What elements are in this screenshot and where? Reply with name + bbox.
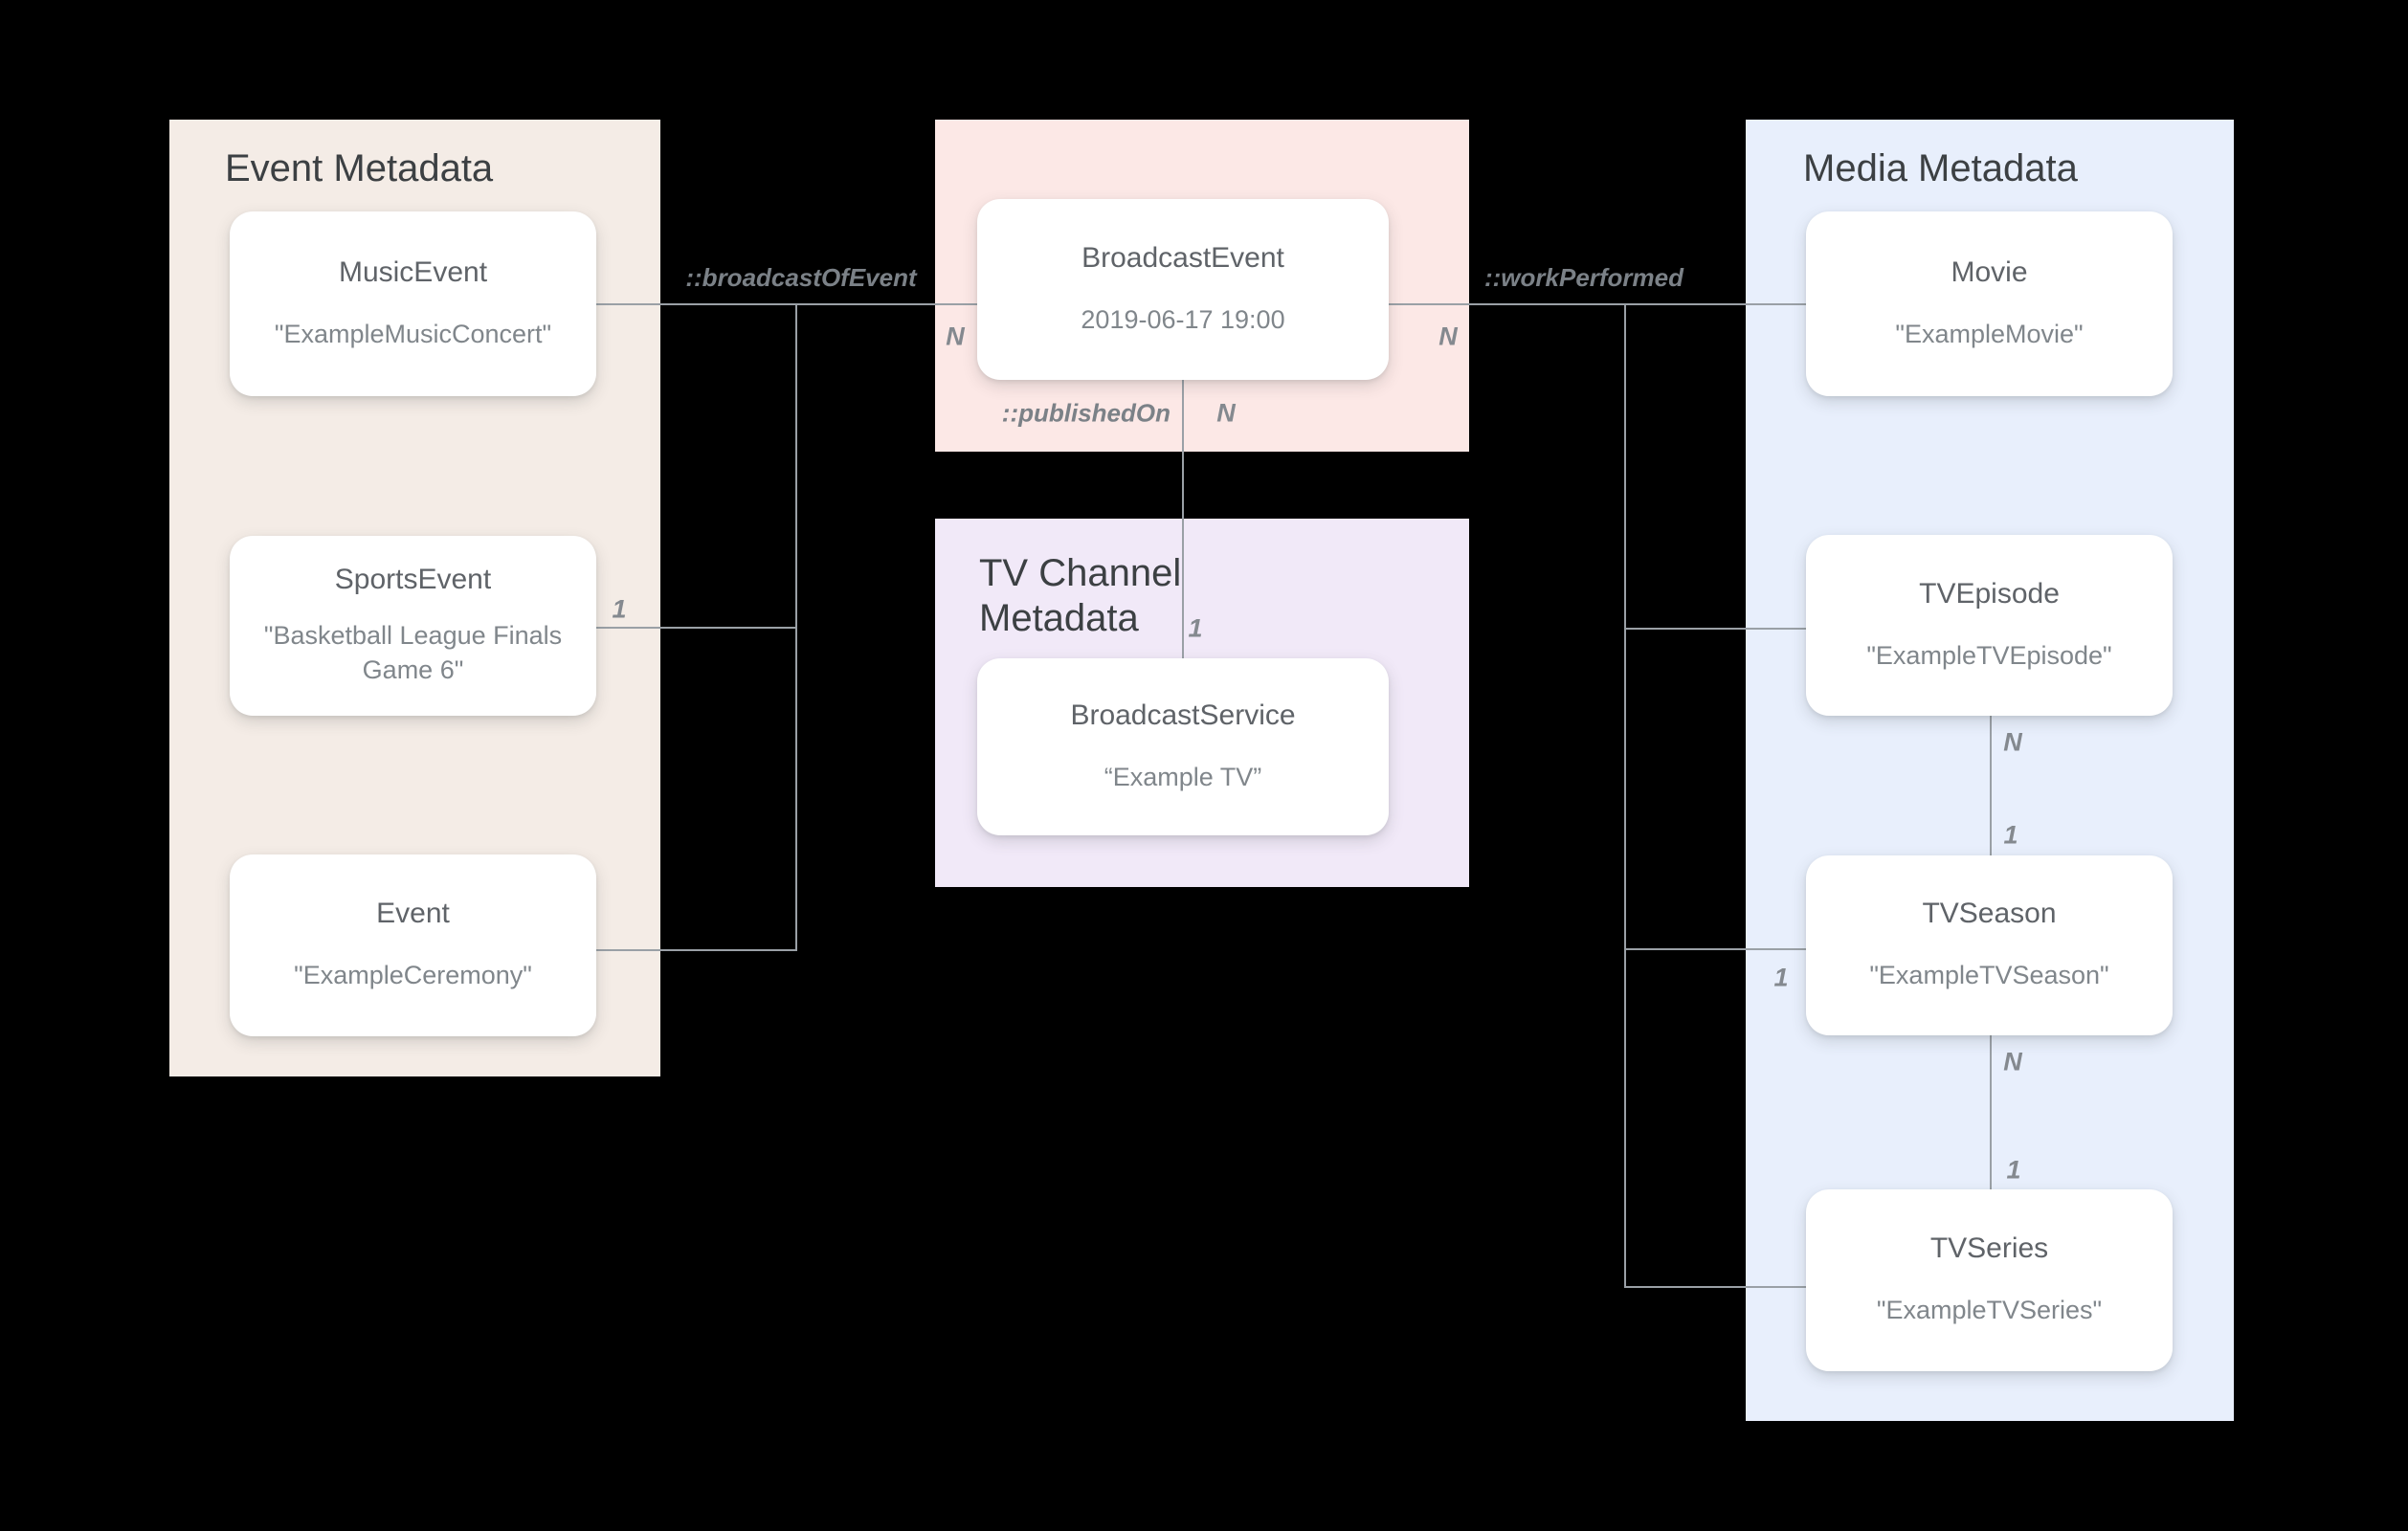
node-music-event-label: MusicEvent <box>338 255 488 288</box>
connector-broadcastevent-movie <box>1389 303 1806 305</box>
node-tv-season-label: TVSeason <box>1922 898 2057 930</box>
node-broadcast-event-label: BroadcastEvent <box>1081 241 1284 274</box>
cardinality-broadcastevent-right-n: N <box>1438 322 1458 351</box>
node-tv-episode: TVEpisode "ExampleTVEpisode" <box>1806 535 2173 716</box>
cardinality-sportsevent-1: 1 <box>612 594 627 624</box>
cardinality-tvseason-left-1: 1 <box>1773 963 1789 992</box>
connector-trunk-tvseries <box>1625 1286 1806 1288</box>
cardinality-tvseason-bottom-n: N <box>2003 1047 2022 1076</box>
node-movie-value: "ExampleMovie" <box>1895 319 2084 348</box>
connector-right-trunk <box>1624 303 1626 1288</box>
node-tv-season-value: "ExampleTVSeason" <box>1869 961 2109 990</box>
cardinality-published-on-n: N <box>1216 398 1236 428</box>
node-movie-label: Movie <box>1951 255 2028 288</box>
node-event: Event "ExampleCeremony" <box>230 854 596 1036</box>
connector-left-trunk <box>795 303 797 951</box>
node-broadcast-event-value: 2019-06-17 19:00 <box>1081 304 1285 334</box>
connector-trunk-tvepisode <box>1625 628 1806 630</box>
node-tv-series-value: "ExampleTVSeries" <box>1876 1296 2103 1325</box>
cardinality-broadcastservice-1: 1 <box>1188 613 1203 643</box>
node-tv-season: TVSeason "ExampleTVSeason" <box>1806 855 2173 1035</box>
node-broadcast-service-value: “Example TV” <box>1104 762 1262 791</box>
node-tv-episode-value: "ExampleTVEpisode" <box>1866 640 2112 670</box>
connector-event-trunk <box>596 949 796 951</box>
node-tv-series: TVSeries "ExampleTVSeries" <box>1806 1189 2173 1371</box>
panel-title-media-metadata: Media Metadata <box>1803 147 2078 189</box>
connector-tvepisode-tvseason <box>1990 716 1992 855</box>
connector-musicevent-broadcastevent <box>596 303 977 305</box>
node-event-label: Event <box>376 898 450 930</box>
edge-label-published-on: ::publishedOn <box>1001 398 1171 428</box>
node-broadcast-event: BroadcastEvent 2019-06-17 19:00 <box>977 199 1389 380</box>
panel-title-tv-channel-metadata: TV Channel Metadata <box>979 552 1182 640</box>
node-music-event-value: "ExampleMusicConcert" <box>274 319 552 348</box>
edge-label-broadcast-of-event: ::broadcastOfEvent <box>685 263 917 292</box>
cardinality-tvseason-top-1: 1 <box>2003 820 2018 850</box>
node-sports-event-label: SportsEvent <box>334 564 492 596</box>
node-broadcast-service: BroadcastService “Example TV” <box>977 658 1389 835</box>
connector-trunk-tvseason <box>1625 948 1806 950</box>
node-event-value: "ExampleCeremony" <box>294 961 532 990</box>
connector-tvseason-tvseries <box>1990 1035 1992 1189</box>
cardinality-broadcastevent-left-n: N <box>946 322 965 351</box>
connector-sportsevent-trunk <box>596 627 796 629</box>
edge-label-work-performed: ::workPerformed <box>1483 263 1684 292</box>
cardinality-tvepisode-bottom-n: N <box>2003 727 2022 757</box>
node-movie: Movie "ExampleMovie" <box>1806 211 2173 396</box>
node-music-event: MusicEvent "ExampleMusicConcert" <box>230 211 596 396</box>
node-sports-event-value: "Basketball League Finals Game 6" <box>263 621 563 684</box>
node-tv-episode-label: TVEpisode <box>1919 577 2060 610</box>
node-tv-series-label: TVSeries <box>1929 1232 2049 1265</box>
node-sports-event: SportsEvent "Basketball League Finals Ga… <box>230 536 596 716</box>
cardinality-tvseries-top-1: 1 <box>2006 1155 2021 1185</box>
panel-title-event-metadata: Event Metadata <box>225 147 494 189</box>
node-broadcast-service-label: BroadcastService <box>1070 699 1296 731</box>
connector-broadcastevent-broadcastservice <box>1182 380 1184 658</box>
